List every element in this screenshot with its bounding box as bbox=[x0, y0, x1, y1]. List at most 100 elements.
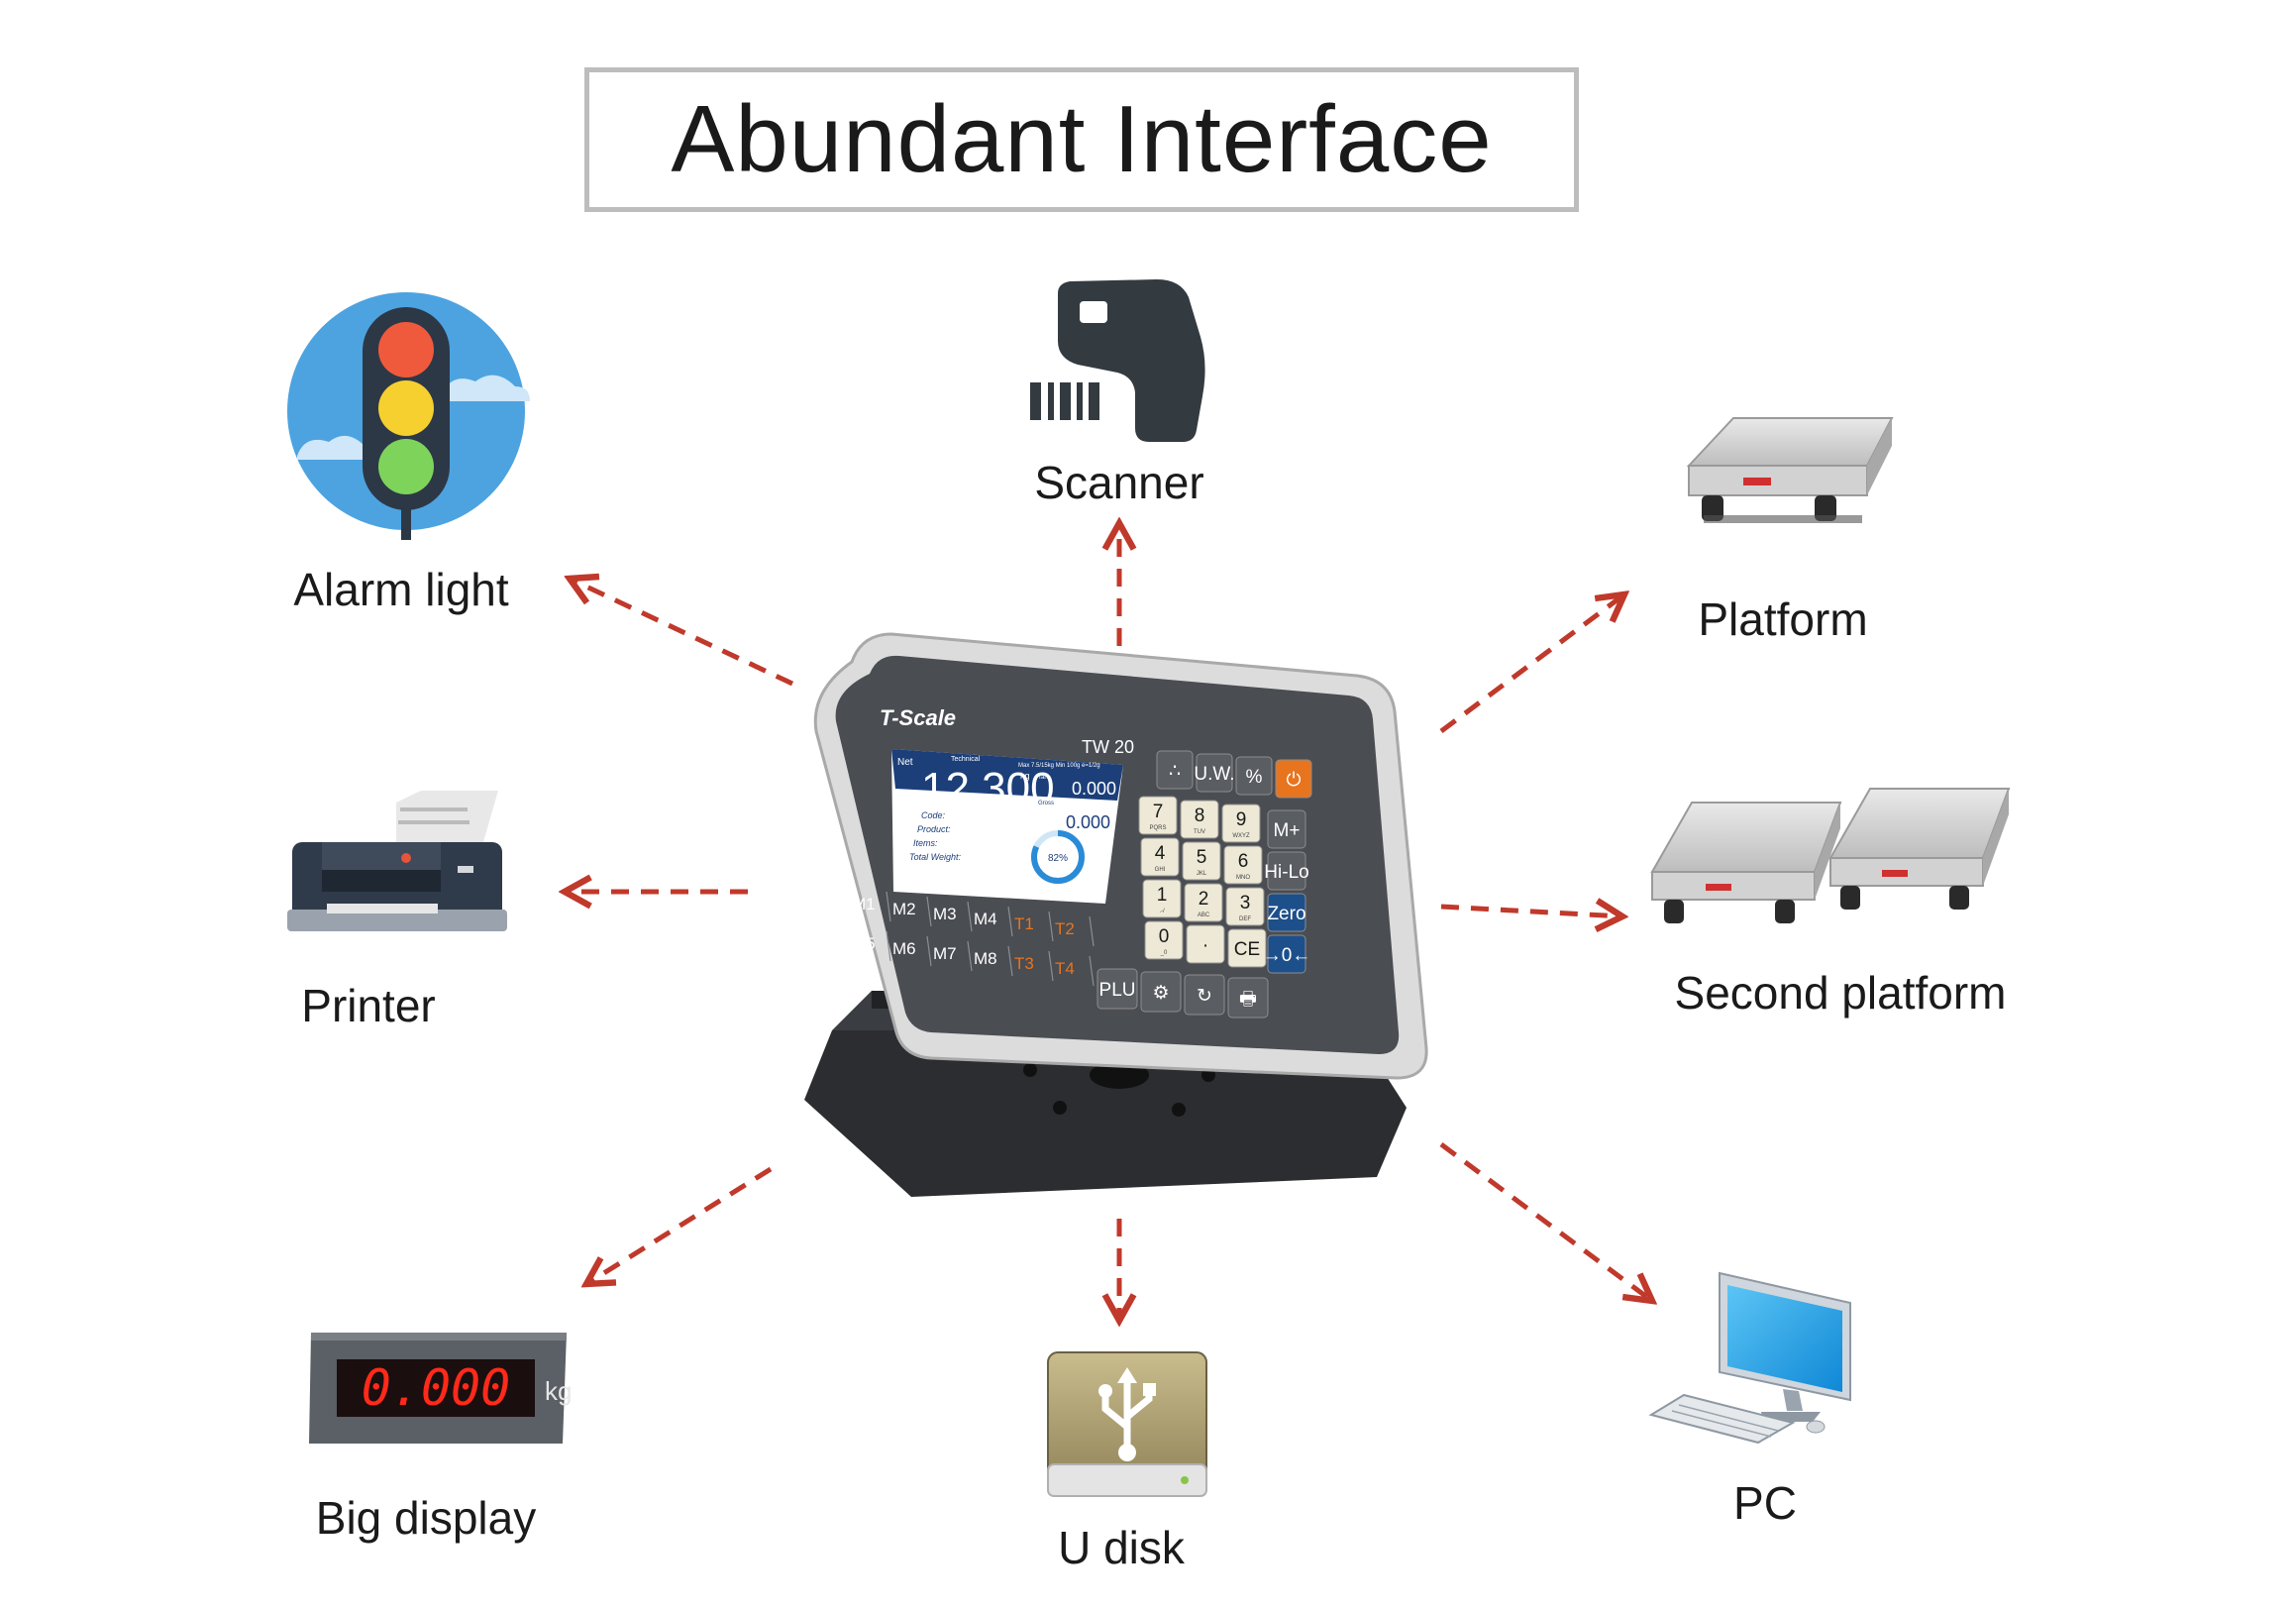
key-label: 2 bbox=[1199, 889, 1209, 910]
screen-gross-value: 0.000 bbox=[1066, 812, 1110, 832]
memory-key-t4[interactable]: T4 bbox=[1055, 955, 1095, 987]
key-sublabel: PQRS bbox=[1149, 825, 1166, 831]
memory-key-t1[interactable]: T1 bbox=[1014, 911, 1054, 942]
key-sublabel: _0 bbox=[1160, 950, 1168, 956]
memory-key-m7[interactable]: M7 bbox=[933, 940, 973, 972]
key-label: Zero bbox=[1267, 904, 1305, 924]
key-label: ∴ bbox=[1169, 761, 1181, 782]
memory-key-label: T2 bbox=[1055, 919, 1075, 938]
keypad-bottom-key-1[interactable]: ⚙ bbox=[1140, 971, 1182, 1013]
keypad-digit-11[interactable]: CE bbox=[1227, 928, 1267, 968]
page-title: Abundant Interface bbox=[671, 86, 1493, 192]
screen-field-label: Total Weight: bbox=[909, 852, 962, 862]
label-alarm-light: Alarm light bbox=[293, 564, 509, 615]
label-platform: Platform bbox=[1698, 593, 1868, 645]
keypad-bottom-key-2[interactable]: ↻ bbox=[1184, 974, 1225, 1016]
keypad-side-key-1[interactable]: Hi-Lo bbox=[1264, 851, 1309, 891]
keypad-side-key-0[interactable]: M+ bbox=[1267, 809, 1306, 849]
usb-drive-icon bbox=[1047, 1351, 1207, 1497]
memory-key-m4[interactable]: M4 bbox=[974, 906, 1013, 937]
keypad-top-key-0[interactable]: ∴ bbox=[1156, 750, 1194, 790]
key-sublabel: JKL bbox=[1197, 871, 1207, 877]
screen-field-label: Items: bbox=[913, 838, 938, 848]
key-sublabel: TUV bbox=[1194, 829, 1205, 835]
screen-field-label: Code: bbox=[921, 810, 946, 820]
screen-mode: Net bbox=[897, 757, 913, 768]
key-label: Hi-Lo bbox=[1264, 862, 1308, 883]
key-label: % bbox=[1246, 767, 1263, 788]
arrow-to-big-display bbox=[586, 1166, 773, 1284]
keypad-top-key-2[interactable]: % bbox=[1235, 756, 1273, 796]
memory-key-label: T1 bbox=[1014, 914, 1034, 933]
traffic-light-icon bbox=[287, 292, 530, 540]
key-label: 1 bbox=[1157, 885, 1168, 906]
keypad-digit-10[interactable]: · bbox=[1186, 924, 1225, 964]
memory-key-m1[interactable]: M1 bbox=[852, 891, 891, 922]
memory-key-m2[interactable]: M2 bbox=[892, 896, 932, 927]
weighing-indicator: T-Scale TW 20 Net Technical Max 7.5/15kg… bbox=[804, 632, 1428, 1197]
memory-key-label: M5 bbox=[852, 934, 876, 953]
label-printer: Printer bbox=[301, 980, 436, 1031]
title-box: Abundant Interface bbox=[584, 67, 1579, 212]
indicator-model: TW 20 bbox=[1082, 737, 1134, 757]
screen-weight: 12.300 bbox=[921, 764, 1055, 812]
memory-key-t2[interactable]: T2 bbox=[1055, 915, 1095, 947]
keypad-side-key-3[interactable]: →0← bbox=[1263, 934, 1311, 974]
memory-key-label: T3 bbox=[1014, 954, 1034, 973]
key-sublabel: WXYZ bbox=[1232, 833, 1250, 839]
key-label: · bbox=[1202, 935, 1208, 956]
keypad-top-key-1[interactable]: U.W. bbox=[1194, 753, 1235, 793]
keypad-top-key-3[interactable]: ⏻ bbox=[1275, 759, 1312, 799]
screen-field-label: Product: bbox=[917, 824, 951, 834]
desktop-computer-icon bbox=[1648, 1271, 1851, 1445]
connection-arrows bbox=[565, 523, 1652, 1321]
label-u-disk: U disk bbox=[1058, 1522, 1185, 1573]
indicator-screen: Net Technical Max 7.5/15kg Min 100g e=1/… bbox=[891, 749, 1123, 904]
keypad-side-key-2[interactable]: Zero bbox=[1267, 893, 1306, 932]
key-label: 4 bbox=[1155, 843, 1166, 864]
arrow-to-alarm-light bbox=[570, 579, 794, 687]
memory-key-m8[interactable]: M8 bbox=[974, 945, 1013, 977]
keypad-bottom-key-3[interactable]: 🖶 bbox=[1227, 977, 1269, 1019]
memory-key-m6[interactable]: M6 bbox=[892, 935, 932, 967]
key-label: CE bbox=[1234, 939, 1260, 960]
key-sublabel: DEF bbox=[1239, 916, 1251, 922]
arrow-to-second-platform bbox=[1440, 907, 1622, 916]
key-label: 0 bbox=[1159, 926, 1170, 947]
arrow-to-pc bbox=[1439, 1141, 1652, 1301]
screen-percent: 82% bbox=[1048, 853, 1068, 864]
keypad-bottom-key-0[interactable]: PLU bbox=[1096, 968, 1138, 1010]
memory-key-label: M8 bbox=[974, 949, 997, 968]
screen-gross-label: Gross bbox=[1038, 801, 1054, 806]
keypad-digit-6[interactable]: 1.-/ bbox=[1142, 879, 1182, 918]
memory-key-t3[interactable]: T3 bbox=[1014, 950, 1054, 982]
key-label: 🖶 bbox=[1239, 989, 1257, 1010]
arrow-to-platform bbox=[1439, 594, 1624, 734]
key-label: 5 bbox=[1197, 847, 1207, 868]
indicator-brand: T-Scale bbox=[880, 705, 956, 730]
dual-platform-scale-icon bbox=[1650, 788, 2011, 923]
label-pc: PC bbox=[1733, 1477, 1797, 1529]
memory-key-m5[interactable]: M5 bbox=[852, 930, 891, 962]
memory-key-label: M1 bbox=[852, 895, 876, 913]
key-sublabel: GHI bbox=[1155, 867, 1166, 873]
big-display-reading: 0.000 bbox=[362, 1359, 511, 1417]
memory-key-label: M3 bbox=[933, 905, 957, 923]
keypad-digit-9[interactable]: 0 _0 bbox=[1144, 920, 1184, 960]
memory-key-m3[interactable]: M3 bbox=[933, 901, 973, 932]
keypad: ∴U.W.%⏻7PQRS8TUV9WXYZ4GHI5JKL6MNO1.-/2AB… bbox=[1096, 750, 1312, 1019]
label-big-display: Big display bbox=[315, 1492, 537, 1544]
led-display-icon: 0.000 kg bbox=[309, 1333, 572, 1444]
key-label: 9 bbox=[1236, 809, 1247, 830]
key-label: 8 bbox=[1195, 805, 1205, 826]
